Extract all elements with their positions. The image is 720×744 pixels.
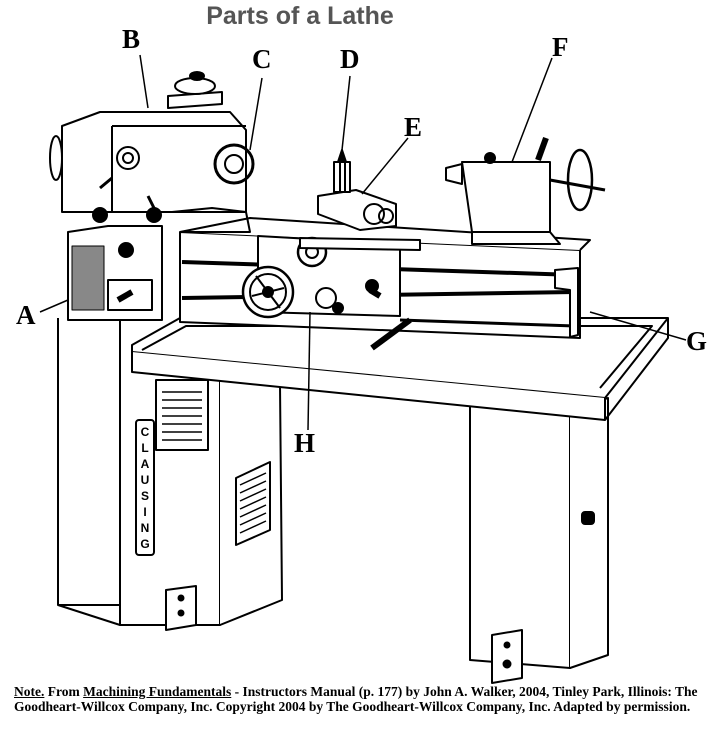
nameplate-letter: A [141, 457, 150, 471]
note-from: From [44, 684, 84, 699]
spindle-nose [171, 207, 251, 233]
callout-d: D [340, 44, 360, 74]
nameplate-letters: C L A U S I N G [140, 425, 149, 551]
note-book-title: Machining Fundamentals [83, 684, 232, 699]
chip-pan [131, 317, 669, 421]
tailstock [445, 136, 606, 245]
compound-rest [299, 149, 421, 251]
note-citation: - Instructors Manual (p. 177) by John A.… [14, 684, 698, 714]
callout-h: H [294, 428, 316, 458]
note-lead: Note. [14, 684, 45, 699]
nameplate-letter: N [141, 521, 150, 535]
nameplate-letter: G [140, 537, 149, 551]
nameplate-letter: U [141, 473, 150, 487]
headstock [49, 71, 255, 223]
callout-e: E [404, 112, 423, 142]
nameplate-letter: S [141, 489, 149, 503]
carriage-apron [241, 235, 412, 351]
callout-a: A [16, 300, 36, 330]
callout-leaders [39, 54, 687, 431]
left-pedestal [57, 318, 283, 631]
quick-change-gearbox [67, 225, 163, 321]
callout-c: C [252, 44, 272, 74]
nameplate-letter: C [141, 425, 150, 439]
nameplate-letter: L [141, 441, 148, 455]
source-note: Note. From Machining Fundamentals - Inst… [14, 684, 714, 714]
callout-g: G [686, 326, 708, 356]
callout-f: F [552, 32, 569, 62]
right-pedestal [469, 397, 609, 684]
nameplate-letter: I [143, 505, 146, 519]
diagram-title: Parts of a Lathe [206, 2, 394, 30]
callout-b: B [122, 24, 141, 54]
